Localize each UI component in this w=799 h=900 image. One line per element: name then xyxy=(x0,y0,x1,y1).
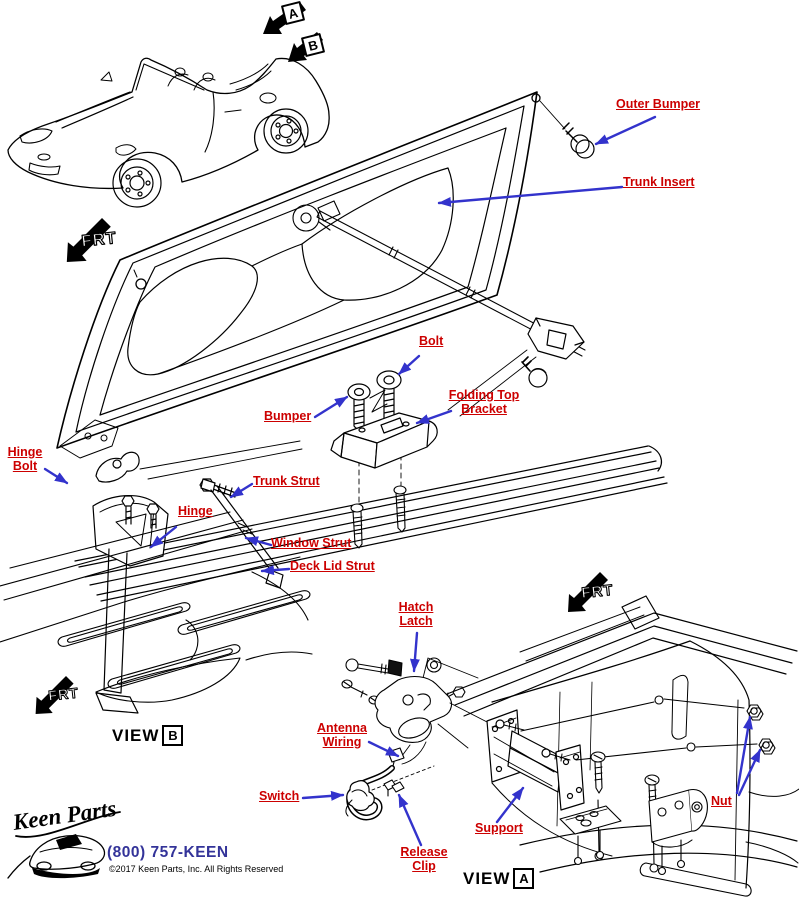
view-b-tag: VIEW B xyxy=(112,725,184,746)
label-outer-bumper[interactable]: Outer Bumper xyxy=(616,97,701,111)
striker-latch-catch xyxy=(447,317,585,417)
phone-number: (800) 757-KEEN xyxy=(107,844,229,861)
arrow-nut-upper xyxy=(735,715,753,795)
label-bumper[interactable]: Bumper xyxy=(264,409,312,423)
frt-text: FRT xyxy=(48,686,80,705)
frt-text: FRT xyxy=(81,229,118,251)
arrow-nut-lower xyxy=(737,748,762,797)
arrow-release-clip xyxy=(397,793,423,847)
label-nut[interactable]: Nut xyxy=(711,794,732,808)
callout-a-letter: A xyxy=(287,5,300,22)
mount-plate xyxy=(559,805,622,866)
callout-a: A xyxy=(263,1,306,34)
folding-top-bracket-drawing xyxy=(330,389,438,505)
label-trunk-strut[interactable]: Trunk Strut xyxy=(253,474,320,488)
switch-drawing xyxy=(345,780,375,817)
angle-bracket xyxy=(648,789,708,876)
label-deck-lid-strut[interactable]: Deck Lid Strut xyxy=(290,559,375,573)
floor-pan xyxy=(0,511,313,703)
arrow-switch xyxy=(301,790,345,801)
label-support[interactable]: Support xyxy=(475,821,523,835)
bumper-screw xyxy=(347,383,371,430)
arrow-hinge-bolt xyxy=(43,467,69,485)
label-trunk-insert[interactable]: Trunk Insert xyxy=(623,175,695,189)
label-hinge[interactable]: Hinge xyxy=(178,504,213,518)
nut-lower xyxy=(758,738,776,755)
arrow-antenna-wiring xyxy=(367,740,400,758)
callout-b: B xyxy=(288,32,325,62)
arrow-hinge xyxy=(149,525,178,549)
frt-indicator-bottom-left: FRT xyxy=(35,676,80,714)
view-a-letter: A xyxy=(513,868,535,889)
logo-car-doodle xyxy=(7,834,106,879)
arrow-bolt xyxy=(397,354,421,376)
outer-bumper-bolt xyxy=(562,122,595,159)
support-screws xyxy=(590,751,660,873)
arrow-trunk-insert xyxy=(437,185,624,207)
view-a-tag: VIEW A xyxy=(463,868,535,889)
keen-parts-logo: Keen Parts xyxy=(7,796,121,879)
frt-indicator-right: FRT xyxy=(568,572,615,612)
arrow-hatch-latch xyxy=(409,631,420,673)
long-stud-right xyxy=(393,485,407,533)
folding-top-rails xyxy=(74,445,668,602)
long-stud-left xyxy=(350,503,364,549)
label-switch[interactable]: Switch xyxy=(259,789,300,803)
frt-text: FRT xyxy=(581,582,615,602)
arrow-support xyxy=(495,786,525,824)
label-window-strut[interactable]: Window Strut xyxy=(271,536,352,550)
bolt-screw xyxy=(376,370,402,422)
deck-lid-drawing xyxy=(56,91,586,459)
hinge-assembly xyxy=(92,440,303,714)
view-b-letter: B xyxy=(162,725,184,746)
arrow-bumper xyxy=(313,395,349,419)
frt-indicator-top: FRT xyxy=(66,218,118,262)
arrow-trunk-strut xyxy=(229,482,254,499)
nut-upper xyxy=(746,704,764,721)
copyright-text: ©2017 Keen Parts, Inc. All Rights Reserv… xyxy=(109,864,284,874)
view-a-word: VIEW xyxy=(463,868,511,888)
rear-wheel xyxy=(263,108,309,154)
view-b-word: VIEW xyxy=(112,725,160,745)
leader-arrows xyxy=(43,115,762,847)
label-bolt[interactable]: Bolt xyxy=(419,334,444,348)
support-studs-and-nuts xyxy=(520,695,776,761)
arrow-folding-top-bracket xyxy=(415,409,453,425)
arrow-deck-lid-strut xyxy=(260,565,291,576)
callout-b-letter: B xyxy=(307,37,320,54)
arrow-window-strut xyxy=(244,536,273,547)
front-wheel xyxy=(112,158,162,208)
car-sketch xyxy=(7,57,330,208)
release-clip-drawing xyxy=(383,779,405,797)
arrow-outer-bumper xyxy=(594,115,657,146)
support-bracket-drawing xyxy=(486,709,585,811)
